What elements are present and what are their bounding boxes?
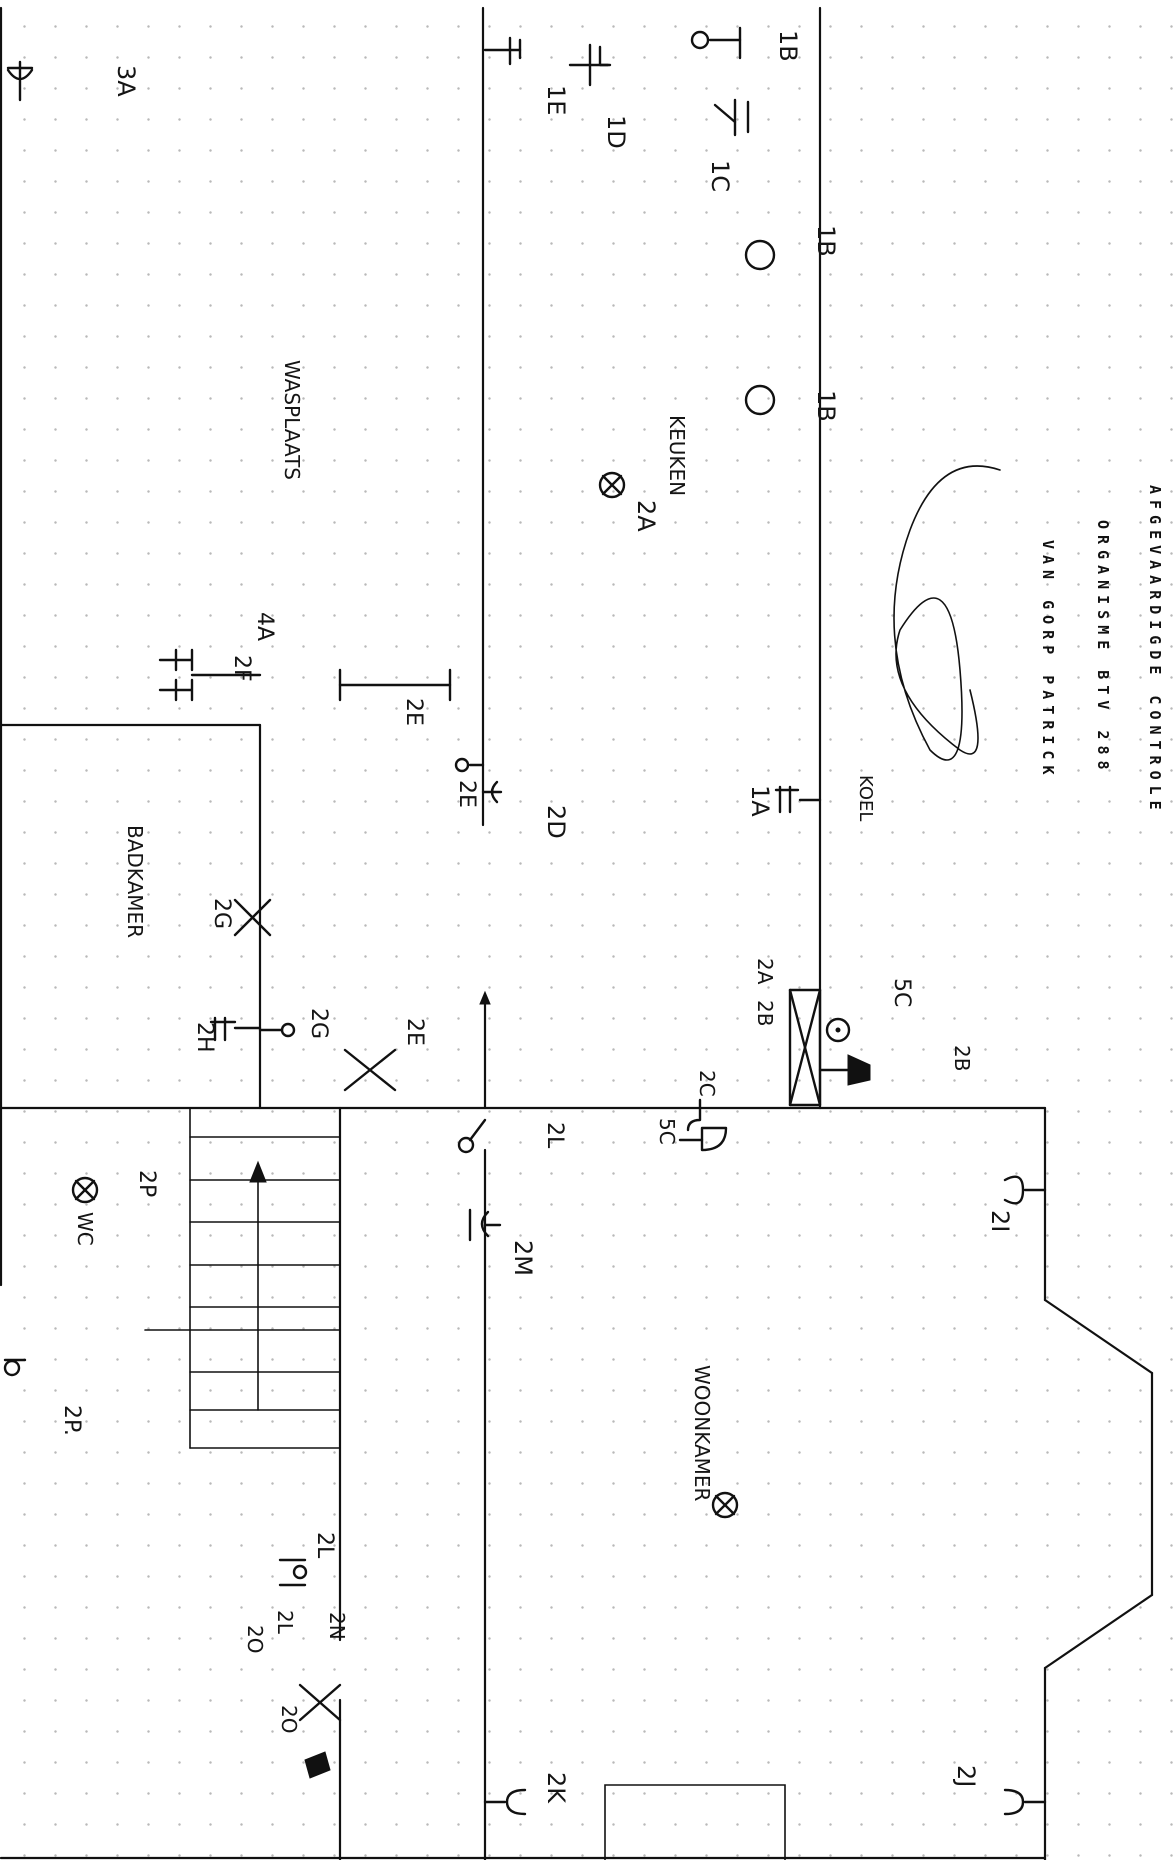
staircase: [144, 990, 491, 1449]
socket-2J-icon: [1003, 1788, 1047, 1816]
light-2O-icon: [298, 1683, 342, 1722]
arrow-up-icon: [479, 990, 491, 1005]
light-2E-icon: [343, 1048, 397, 1092]
socket-4A-2F-icon: [158, 648, 262, 702]
socket-2M-icon: [468, 1208, 502, 1242]
symbol-codes: 1B 1C 1D 1E 3A 1B 1B 2A 1A 4A 2F 2E 2E 2…: [59, 30, 1014, 1804]
socket-1E-icon: [483, 36, 522, 66]
light-2G-icon: [233, 898, 272, 937]
code-label: 2L: [542, 1122, 567, 1149]
code-label: 5C: [889, 978, 914, 1007]
lamp-2B-icon: [818, 1054, 871, 1086]
header-line-2: ORGANISME BTV 288: [1094, 520, 1112, 776]
walls: [0, 6, 1154, 1860]
code-label: 1B: [774, 30, 802, 62]
socket-5C-icon-b: [678, 1126, 728, 1152]
switch-2E-icon: [338, 668, 452, 702]
switch-1B-icon: [690, 26, 742, 60]
code-label: 2D: [542, 805, 570, 839]
ceiling-light-living-icon: [711, 1491, 739, 1519]
code-label: 2P.: [59, 1405, 84, 1436]
code-label: 2L: [312, 1532, 337, 1559]
code-label: 2M: [509, 1240, 537, 1276]
code-label: 2P: [134, 1170, 159, 1197]
room-label-kitchen: KEUKEN: [665, 415, 689, 496]
code-label: 2L: [273, 1610, 297, 1635]
socket-2C-icon: [686, 1098, 702, 1132]
socket-3A-icon: [6, 60, 34, 102]
signature-scribble: [893, 465, 1001, 761]
room-label-wc: WC: [73, 1212, 97, 1246]
code-label: 2E: [401, 698, 426, 726]
distribution-box-icon: [788, 988, 822, 1107]
socket-2H-icon: [209, 1016, 262, 1042]
header-line-1: AFGEVAARDIGDE CONTROLE: [1146, 485, 1164, 816]
code-label: 2H: [192, 1022, 217, 1053]
switch-group-2L-icon: [278, 1558, 308, 1587]
switch-2E-icon-b: [454, 757, 485, 773]
lamp-2O-icon: [304, 1751, 331, 1779]
light-wc-icon: [71, 1176, 99, 1204]
code-label: 2E: [402, 1018, 427, 1046]
switch-2L-icon: [457, 1118, 487, 1154]
code-label: 4A: [252, 612, 277, 641]
code-label: 1C: [706, 160, 734, 192]
room-label-bathroom: BADKAMER: [123, 825, 147, 938]
header-line-3: VAN GORP PATRICK: [1039, 540, 1057, 781]
wall-bay-diag-2: [1043, 1593, 1154, 1670]
code-label: 2G: [306, 1008, 331, 1039]
code-label: 5C: [655, 1118, 679, 1145]
code-label: 1A: [746, 785, 774, 817]
code-label: 2O: [277, 1705, 301, 1733]
ceiling-light-kitchen-icon: [598, 471, 626, 499]
switch-2P-icon: [3, 1358, 27, 1377]
room-label-fridge: KOEL: [855, 775, 876, 821]
code-label: 2C: [695, 1070, 719, 1097]
code-label: 2E: [454, 780, 479, 808]
code-label: 2K: [542, 1772, 570, 1804]
socket-1D-icon: [568, 43, 612, 87]
socket-5C-icon: [825, 1017, 851, 1043]
code-label: 2I: [986, 1210, 1014, 1232]
code-label: 2A: [632, 500, 660, 532]
socket-2K-icon: [483, 1788, 527, 1816]
code-label: 2G: [209, 898, 234, 929]
code-label: 3A: [112, 65, 140, 97]
socket-1A-icon: [774, 785, 822, 814]
fireplace-outline: [604, 1784, 786, 1860]
code-label: 1E: [542, 85, 570, 115]
code-label: 2B: [950, 1045, 974, 1071]
wall-bay-diag-1: [1043, 1298, 1154, 1375]
room-label-living: WOONKAMER: [690, 1365, 714, 1502]
code-label: 1D: [602, 115, 630, 149]
code-label: 2O: [243, 1625, 267, 1653]
code-label: 2A: [753, 958, 777, 985]
code-label: 2N: [325, 1612, 349, 1640]
code-label: 2F: [229, 655, 254, 682]
code-label: 1B: [812, 225, 840, 257]
socket-2I-icon: [1003, 1175, 1047, 1205]
code-label: 2B: [753, 1000, 777, 1026]
stair-arrow-icon: [249, 1160, 267, 1183]
room-label-laundry: WASPLAATS: [280, 360, 304, 480]
wall-light-1B-icon: [744, 239, 776, 271]
code-label: 2J: [952, 1765, 980, 1787]
switch-2G-icon: [258, 1022, 296, 1038]
symbols: [3, 26, 1047, 1816]
socket-2D-icon: [481, 780, 503, 804]
wall-light-1B-icon-2: [744, 384, 776, 416]
code-label: 1B: [812, 390, 840, 422]
socket-1C-icon: [713, 98, 750, 137]
